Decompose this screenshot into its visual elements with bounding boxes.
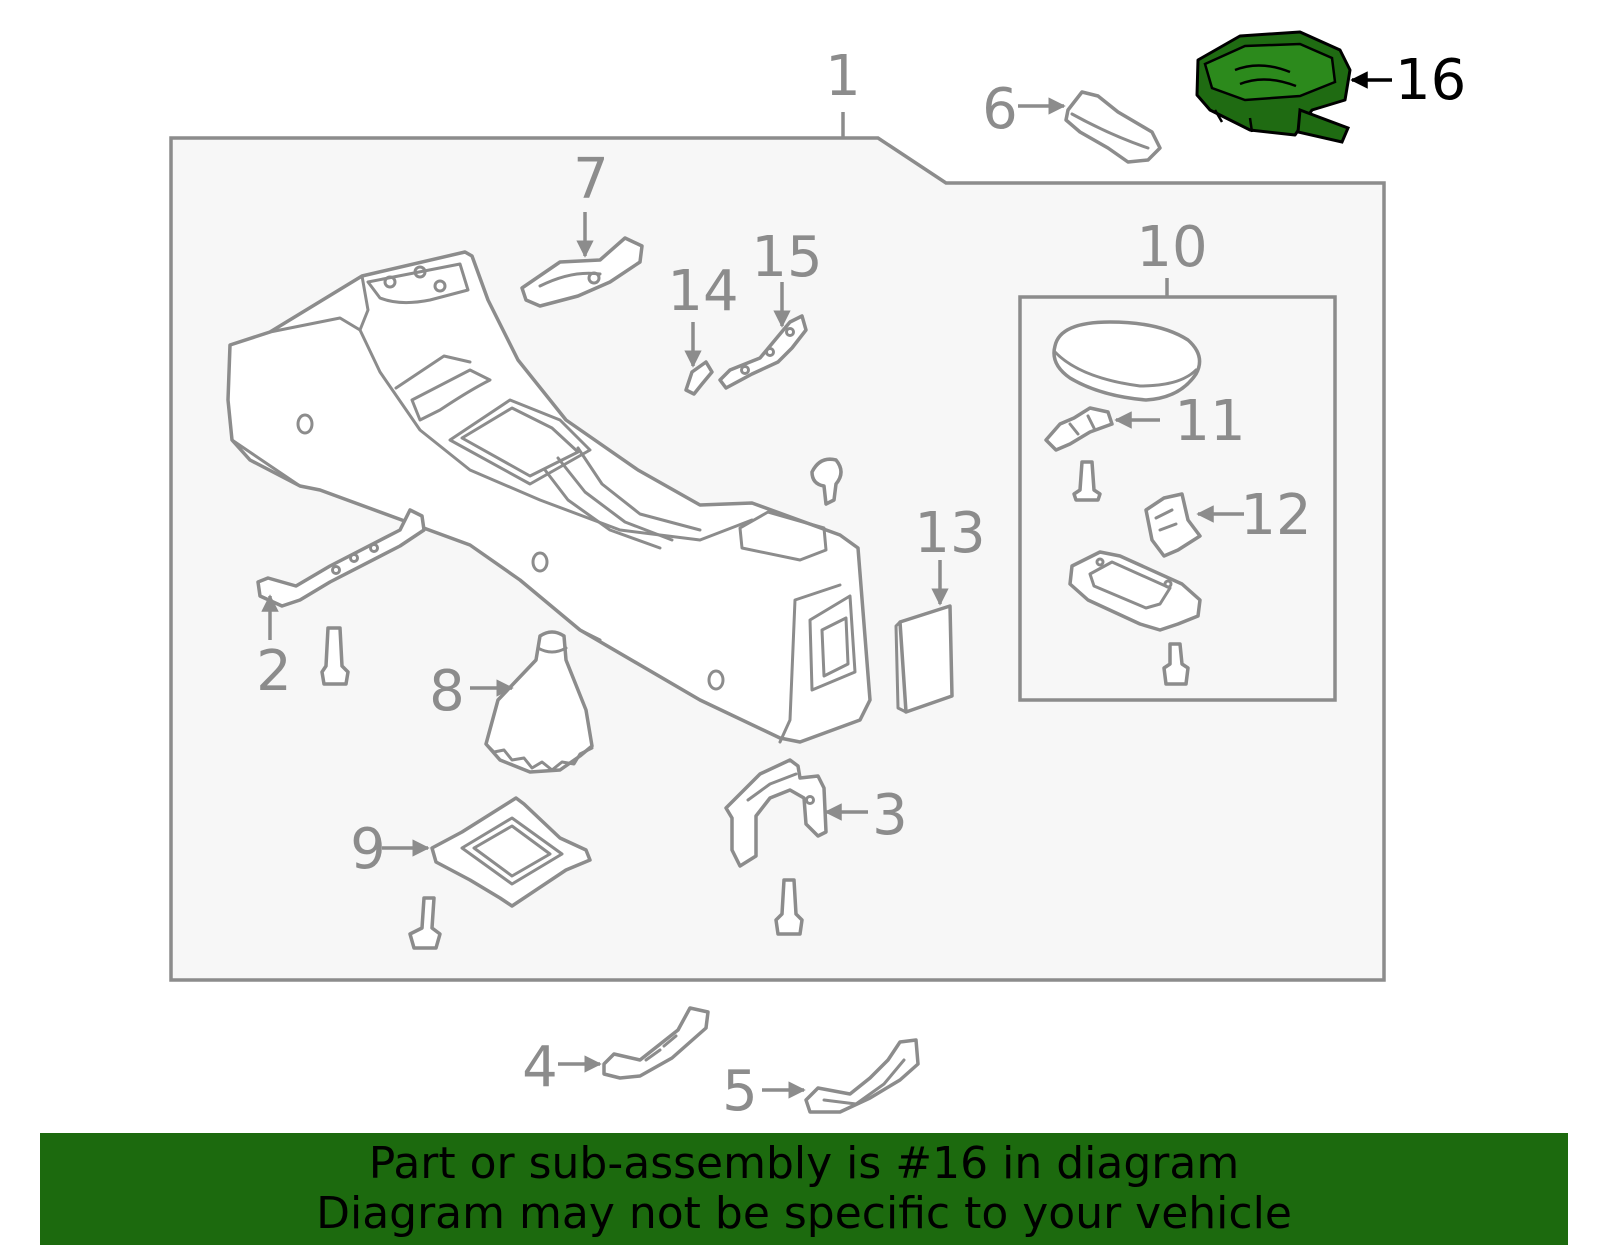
- part-12-hinge-bracket: [1144, 492, 1202, 558]
- banner-line-2: Diagram may not be specific to your vehi…: [316, 1188, 1292, 1239]
- callout-14: 14: [667, 259, 738, 324]
- callout-12: 12: [1240, 483, 1311, 548]
- callout-16: 16: [1395, 48, 1466, 113]
- screw: [320, 626, 350, 686]
- latch-plate: [1068, 550, 1202, 632]
- callout-3: 3: [872, 783, 908, 848]
- callout-9: 9: [350, 817, 386, 882]
- part-9-boot-retainer: [430, 796, 592, 908]
- callout-5: 5: [722, 1059, 758, 1124]
- notice-banner: Part or sub-assembly is #16 in diagram D…: [40, 1133, 1568, 1245]
- screw: [1162, 642, 1190, 686]
- part-16-shift-bezel[interactable]: [1195, 30, 1352, 144]
- part-6-trim-piece: [1064, 90, 1162, 164]
- callout-11: 11: [1174, 389, 1245, 454]
- part-11-latch: [1044, 406, 1114, 452]
- banner-line-1: Part or sub-assembly is #16 in diagram: [368, 1138, 1240, 1189]
- parts-diagram: 1 16 6: [169, 30, 1466, 1124]
- center-console-body: [226, 250, 872, 744]
- callout-15: 15: [751, 225, 822, 290]
- callout-4: 4: [522, 1035, 558, 1100]
- part-4-bracket: [602, 1006, 710, 1080]
- callout-2: 2: [256, 639, 292, 704]
- screw: [1072, 460, 1102, 502]
- part-8-shift-boot: [484, 630, 594, 774]
- callout-10: 10: [1136, 215, 1207, 280]
- part-13-panel: [894, 604, 954, 714]
- callout-8: 8: [429, 659, 465, 724]
- screw: [774, 878, 804, 936]
- part-3-bracket: [724, 758, 828, 868]
- part-15-bracket: [718, 314, 808, 390]
- part-5-bracket: [804, 1038, 920, 1114]
- part-7-trim-cap: [520, 236, 644, 308]
- callout-7: 7: [573, 147, 609, 212]
- callout-1: 1: [825, 44, 861, 109]
- callout-6: 6: [982, 77, 1018, 142]
- callout-13: 13: [914, 501, 985, 566]
- part-10-armrest-lid: [1052, 320, 1202, 402]
- screw: [408, 896, 442, 950]
- part-14-clip: [684, 360, 714, 396]
- push-pin: [810, 457, 843, 506]
